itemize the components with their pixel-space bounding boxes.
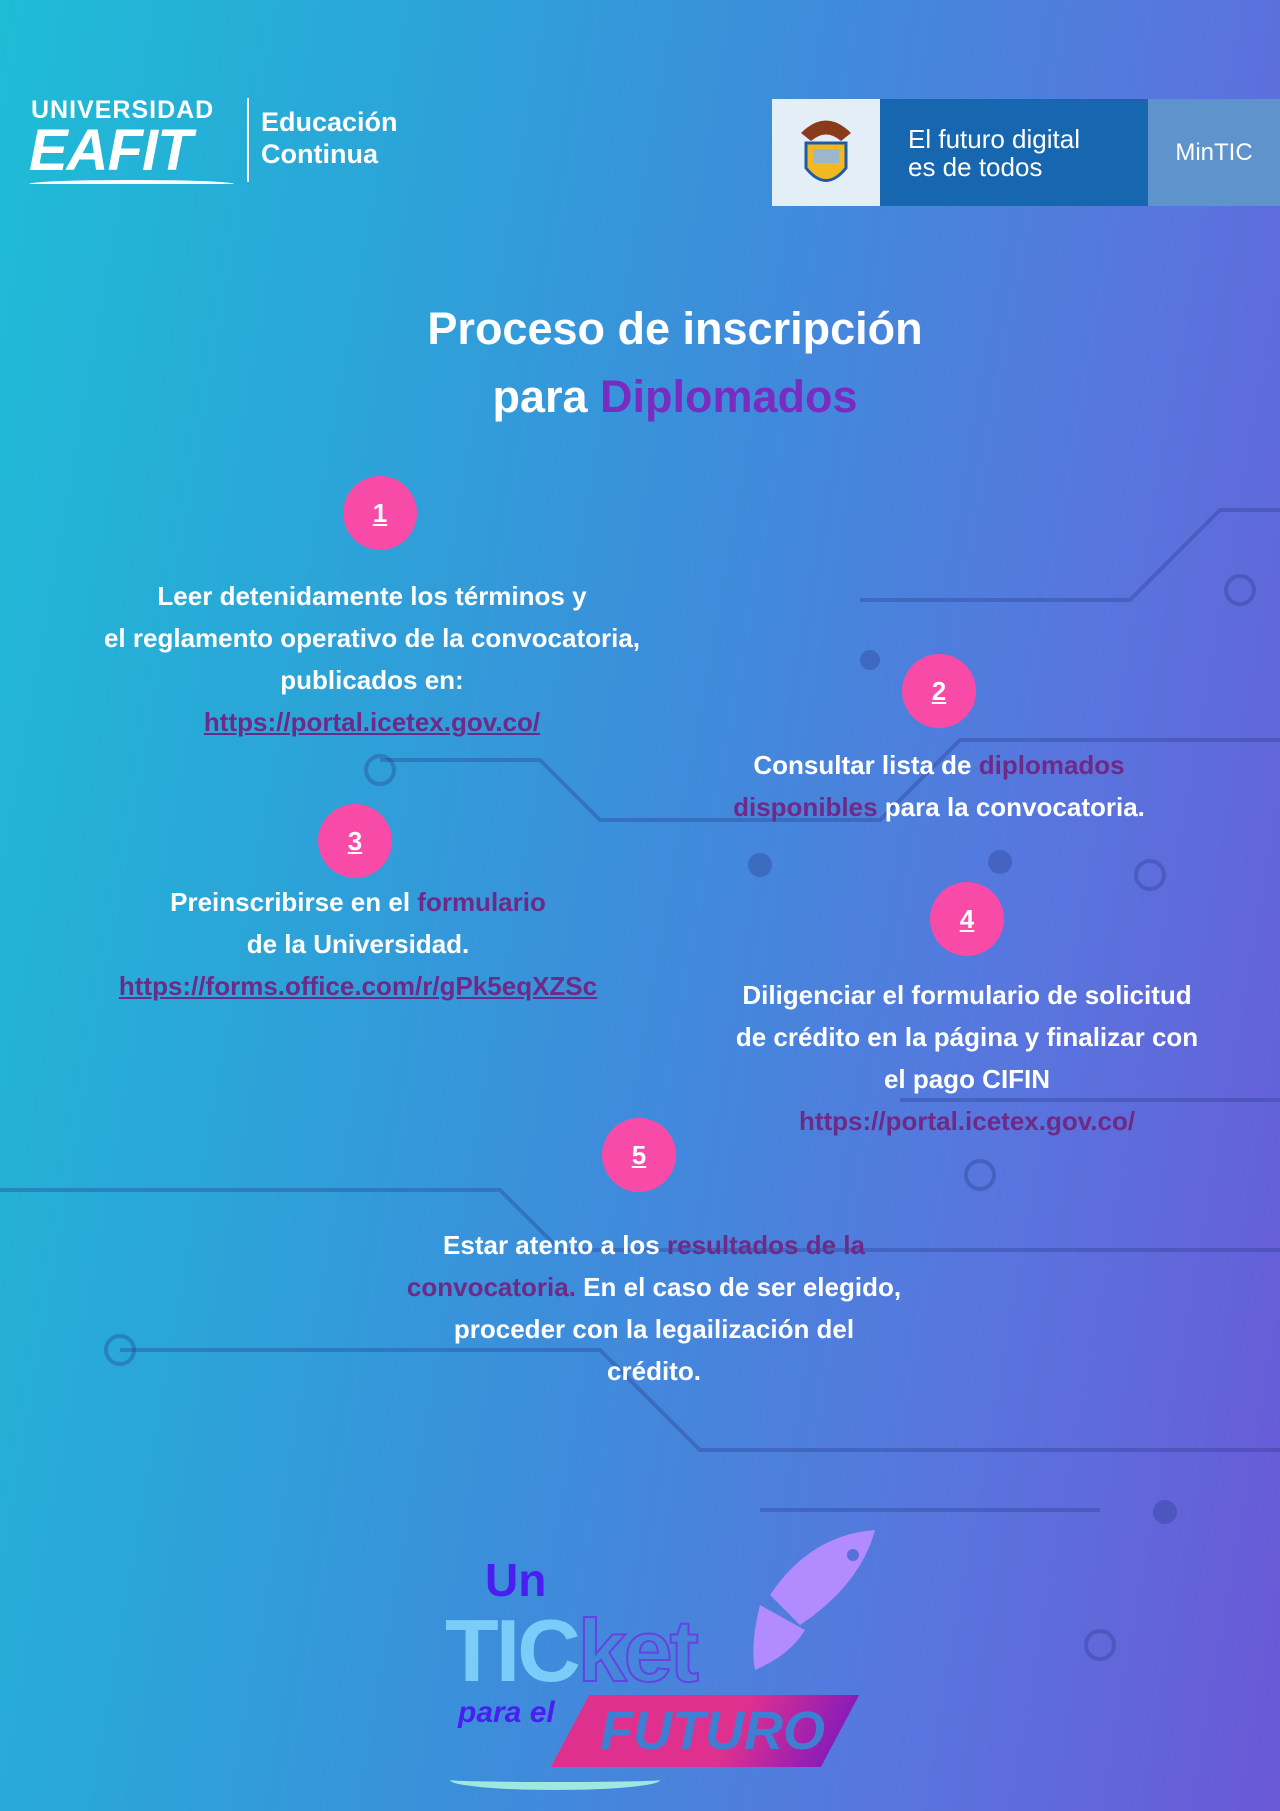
rocket-icon bbox=[753, 1530, 875, 1670]
step-2-prefix: Consultar lista de bbox=[753, 750, 979, 780]
title-line1: Proceso de inscripción bbox=[427, 303, 923, 354]
title-prefix: para bbox=[492, 371, 601, 422]
step-5-highlight2: convocatoria. bbox=[406, 1272, 576, 1302]
step-1-line3: publicados en: bbox=[280, 665, 464, 695]
eafit-logo-name: EAFIT bbox=[29, 118, 193, 183]
step-2-badge: 2 bbox=[902, 654, 976, 728]
step-5-prefix: Estar atento a los bbox=[443, 1230, 667, 1260]
mintic-label: MinTIC bbox=[1148, 99, 1280, 206]
step-3-highlight: formulario bbox=[417, 887, 546, 917]
logo-futuro: FUTURO bbox=[600, 1701, 825, 1761]
step-2-text: Consultar lista de diplomados disponible… bbox=[733, 744, 1145, 828]
step-5-line4: crédito. bbox=[607, 1356, 701, 1386]
step-4-line2: de crédito en la página y finalizar con bbox=[735, 1022, 1199, 1052]
step-1-text: Leer detenidamente los términos y el reg… bbox=[104, 575, 640, 743]
step-4-text: Diligenciar el formulario de solicitud d… bbox=[736, 974, 1198, 1142]
slogan-line1: El futuro digital bbox=[908, 124, 1080, 154]
step-2-highlight2: disponibles bbox=[733, 792, 878, 822]
slogan-line2: es de todos bbox=[908, 152, 1043, 182]
colombia-coat-of-arms-icon bbox=[772, 99, 880, 206]
eafit-logo: UNIVERSIDAD EAFIT Educación Continua bbox=[29, 96, 419, 186]
eafit-logo-top: UNIVERSIDAD bbox=[31, 96, 215, 124]
mintic-banner: El futuro digital es de todos MinTIC bbox=[772, 99, 1280, 206]
eafit-divider bbox=[247, 98, 249, 182]
step-5-line1: Estar atento a los resultados de la bbox=[407, 1224, 901, 1266]
forms-link[interactable]: https://forms.office.com/r/gPk5eqXZSc bbox=[118, 971, 598, 1001]
step-3-line2: de la Universidad. bbox=[246, 929, 470, 959]
step-4-badge: 4 bbox=[930, 882, 1004, 956]
step-1-line1: Leer detenidamente los términos y bbox=[157, 581, 587, 611]
step-2-suffix: para la convocatoria. bbox=[877, 792, 1145, 822]
eafit-unit: Educación Continua bbox=[261, 106, 398, 170]
step-2-highlight: diplomados bbox=[978, 750, 1125, 780]
step-5-line3: proceder con la legailización del bbox=[453, 1314, 855, 1344]
step-3-text: Preinscribirse en el formulario de la Un… bbox=[119, 881, 597, 1007]
logo-un: Un bbox=[485, 1554, 547, 1606]
step-1-line2: el reglamento operativo de la convocator… bbox=[103, 623, 641, 653]
page-title: Proceso de inscripción para Diplomados bbox=[0, 295, 1280, 431]
step-5-suffix: En el caso de ser elegido, bbox=[575, 1272, 902, 1302]
step-3-prefix: Preinscribirse en el bbox=[170, 887, 418, 917]
step-1-badge: 1 bbox=[343, 476, 417, 550]
icetex-link-2[interactable]: https://portal.icetex.gov.co/ bbox=[798, 1106, 1136, 1136]
step-3-line1: Preinscribirse en el formulario bbox=[119, 881, 597, 923]
step-4-line1: Diligenciar el formulario de solicitud bbox=[742, 980, 1192, 1010]
logo-swoosh bbox=[450, 1770, 660, 1790]
eafit-swoosh bbox=[29, 180, 234, 188]
step-5-text: Estar atento a los resultados de la conv… bbox=[407, 1224, 901, 1392]
step-3-badge: 3 bbox=[318, 804, 392, 878]
logo-tic: TIC bbox=[445, 1601, 581, 1700]
icetex-link[interactable]: https://portal.icetex.gov.co/ bbox=[203, 707, 541, 737]
logo-ket: ket bbox=[577, 1601, 700, 1700]
mintic-slogan: El futuro digital es de todos bbox=[880, 99, 1148, 206]
step-2-line1: Consultar lista de diplomados bbox=[733, 744, 1145, 786]
step-5-highlight: resultados de la bbox=[666, 1230, 865, 1260]
eafit-unit-line1: Educación bbox=[261, 107, 398, 137]
title-line2: para Diplomados bbox=[0, 363, 1280, 431]
title-highlight: Diplomados bbox=[600, 371, 858, 422]
step-5-line2: convocatoria. En el caso de ser elegido, bbox=[407, 1266, 901, 1308]
step-5-badge: 5 bbox=[602, 1118, 676, 1192]
eafit-unit-line2: Continua bbox=[261, 139, 378, 169]
step-4-line3: el pago CIFIN bbox=[883, 1064, 1051, 1094]
step-2-line2: disponibles para la convocatoria. bbox=[733, 786, 1145, 828]
logo-para-el: para el bbox=[458, 1696, 555, 1729]
